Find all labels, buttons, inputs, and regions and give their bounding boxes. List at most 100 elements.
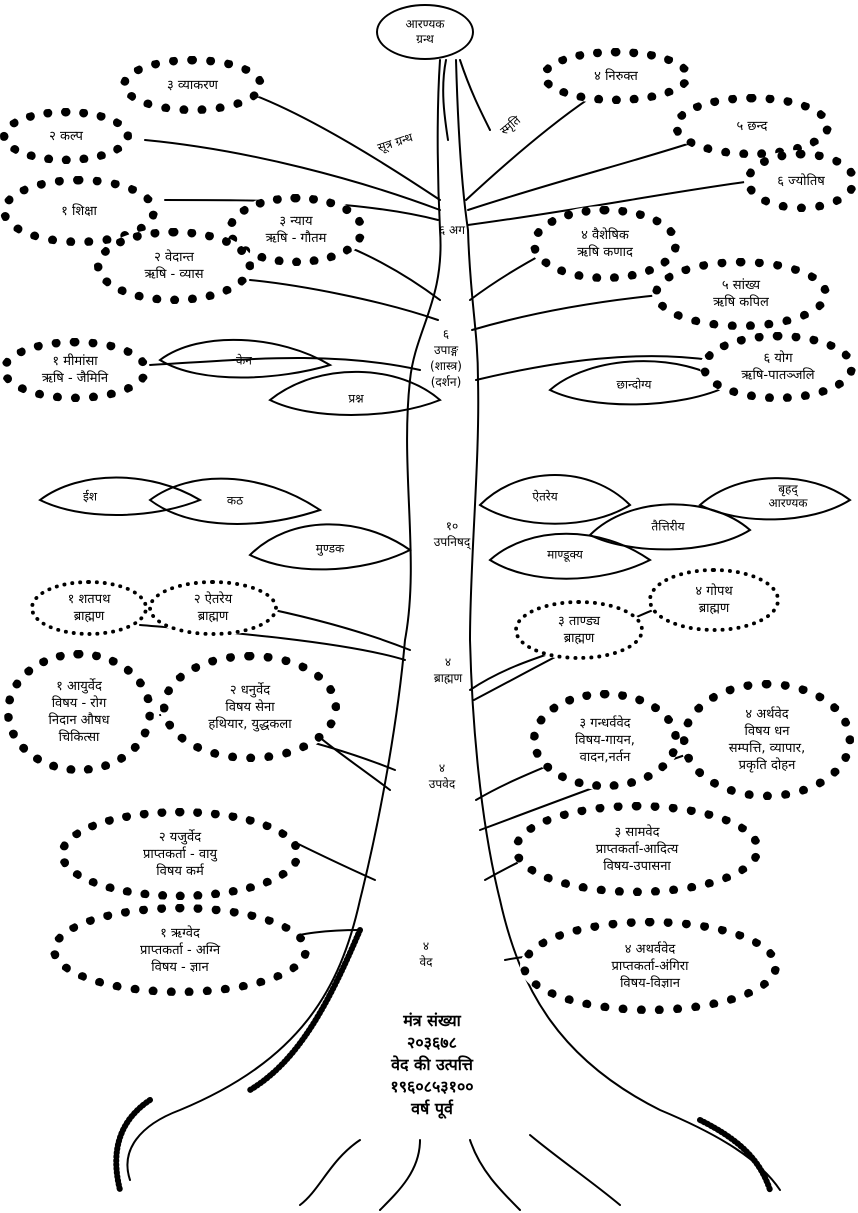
branch-yog [475,355,711,381]
leaf-ish [38,476,203,516]
tandya-line1: ३ ताण्ड्य [558,614,600,629]
sankhya-line1: ५ सांख्य [721,278,761,293]
root-4 [529,1134,621,1206]
vedanga-vyakaran-node: ३ व्याकरण [120,56,265,114]
brihad-line2: आरण्यक [768,496,808,510]
upang-label-1: ६ [442,327,450,341]
vaisheshik-line1: ४ वैशेषिक [581,228,629,243]
vedanga-trunk-label: ६ अग [439,222,465,238]
branch-vedant [249,279,439,321]
upanishad-ish: ईश [82,489,98,504]
tandya-line2: ब्राह्मण [563,631,595,646]
ved-label-1: ४ [422,939,430,953]
yog-line1: ६ योग [763,351,793,366]
upaveda-label-2: उपवेद [428,777,456,791]
trunk-right-edge [455,59,781,1191]
atharv-line3: विषय-विज्ञान [620,975,680,991]
kalp-label: २ कल्प [49,128,83,144]
arthved-line2: विषय धन [744,724,790,739]
root-1 [299,1139,361,1206]
upang-sankhya-node: ५ सांख्य ऋषि कपिल [652,258,830,330]
upaveda-label-1: ४ [438,761,446,775]
upang-vedant-node: २ वेदान्त ऋषि - व्यास [94,228,254,304]
gandharv-line1: ३ गन्धर्ववेद [579,715,631,731]
upang-mimansa-node: १ मीमांसा ऋषि - जैमिनि [0,338,150,402]
vaisheshik-line2: ऋषि कणाद [577,245,633,260]
branch-kalp [144,139,441,211]
yajur-line3: विषय कर्म [156,863,204,879]
ved-sam-node: ३ सामवेद प्राप्तकर्ता-आदित्य विषय-उपासना [512,802,762,896]
upanishad-label-1: १० [445,519,459,533]
upanishad-mandukya: माण्डूक्य [547,547,583,562]
vedanga-count: ६ अग [439,223,465,237]
root-hatch-left [113,1097,153,1193]
brahmana-tandya-node: ३ ताण्ड्य ब्राह्मण [514,600,644,660]
upanishad-prashn: प्रश्न [348,391,364,406]
vedant-line1: २ वेदान्त [154,250,194,265]
ayurved-line4: चिकित्सा [58,730,100,745]
ayurved-line1: १ आयुर्वेद [56,679,102,694]
ved-utpatti-label: वेद की उत्पत्ति [391,1055,473,1074]
nirukt-label: ४ निरुक्त [594,68,638,84]
upanishad-ken: केन [236,353,252,368]
ved-label-2: वेद [419,955,433,969]
aranyak-granth-node: आरण्यक ग्रन्थ [376,4,474,60]
sam-line3: विषय-उपासना [603,858,671,874]
sam-line2: प्राप्तकर्ता-आदित्य [595,841,679,857]
rig-line2: प्राप्तकर्ता - अग्नि [139,942,221,958]
atharv-line2: प्राप्तकर्ता-अंगिरा [611,958,689,974]
nyay-line2: ऋषि - गौतम [265,231,327,246]
upaveda-arthved-node: ४ अर्थवेद विषय धन सम्पत्ति, व्यापार, प्र… [680,680,854,800]
aranyak-line1: आरण्यक [405,17,445,31]
vedanga-nirukt-node: ४ निरुक्त [540,48,692,104]
leaf-prashn [268,370,442,416]
dhanurved-line3: हथियार, युद्धकला [208,716,292,732]
yajur-line1: २ यजुर्वेद [158,829,202,845]
shatpath-line1: १ शतपथ [67,592,111,607]
vedanga-jyotish-node: ६ ज्योतिष [744,150,858,212]
upang-label-4: (दर्शन) [430,375,462,389]
ayurved-line2: विषय - रोग [51,696,107,711]
branch-vyakaran [239,89,441,201]
rig-line1: १ ऋग्वेद [160,925,200,941]
rig-line3: विषय - ज्ञान [151,959,209,975]
leaf-mundak [248,523,412,571]
root-hatch-right [697,1117,773,1193]
dhanurved-line1: २ धनुर्वेद [229,682,271,698]
sankhya-line2: ऋषि कपिल [713,295,769,310]
upang-vaisheshik-node: ४ वैशेषिक ऋषि कणाद [530,206,680,282]
brahmana-label-1: ४ [444,655,452,669]
chhand-label: ५ छन्द [736,118,768,134]
brahmana-label-2: ब्राह्मण [433,671,463,685]
mimansa-line2: ऋषि - जैमिनि [41,371,109,386]
arthved-line3: सम्पत्ति, व्यापार, [728,741,806,756]
jyotish-label: ६ ज्योतिष [777,173,825,189]
branch-mimansa [149,357,421,371]
root-2 [379,1139,421,1211]
upanishad-trunk-label: १० उपनिषद् [434,518,470,550]
leaf-kath [148,477,323,525]
ved-atharv-node: ४ अथर्ववेद प्राप्तकर्ता-अंगिरा विषय-विज्… [520,918,780,1014]
atharv-line1: ४ अथर्ववेद [624,941,676,957]
vyakaran-label: ३ व्याकरण [167,77,218,93]
leaf-mandukya [488,532,652,580]
ved-rig-node: १ ऋग्वेद प्राप्तकर्ता - अग्नि विषय - ज्ञ… [50,904,310,996]
leaf-brihad [698,477,852,521]
aranyak-line2: ग्रन्थ [416,32,434,46]
root-3 [469,1139,521,1211]
leaf-ken [158,338,333,379]
dhanurved-line2: विषय सेना [225,699,275,715]
upanishad-kath: कठ [226,493,244,508]
ayurved-line3: निदान औषध [48,713,110,728]
vedanga-chhand-node: ५ छन्द [672,94,832,158]
yog-line2: ऋषि-पातञ्जलि [741,368,815,383]
ved-yajur-node: २ यजुर्वेद प्राप्तकर्ता - वायु विषय कर्म [58,808,302,900]
ved-trunk-label: ४ वेद [419,938,432,970]
upanishad-chhandogya: छान्दोग्य [616,377,652,392]
upang-trunk-label: ६ उपाङ्ग (शास्त्र) (दर्शन) [430,326,462,390]
branch-jyotish [467,179,761,226]
branch-sankhya [471,294,661,331]
upanishad-aitareya: ऐतरेय [532,489,558,504]
stem-top [442,59,449,141]
